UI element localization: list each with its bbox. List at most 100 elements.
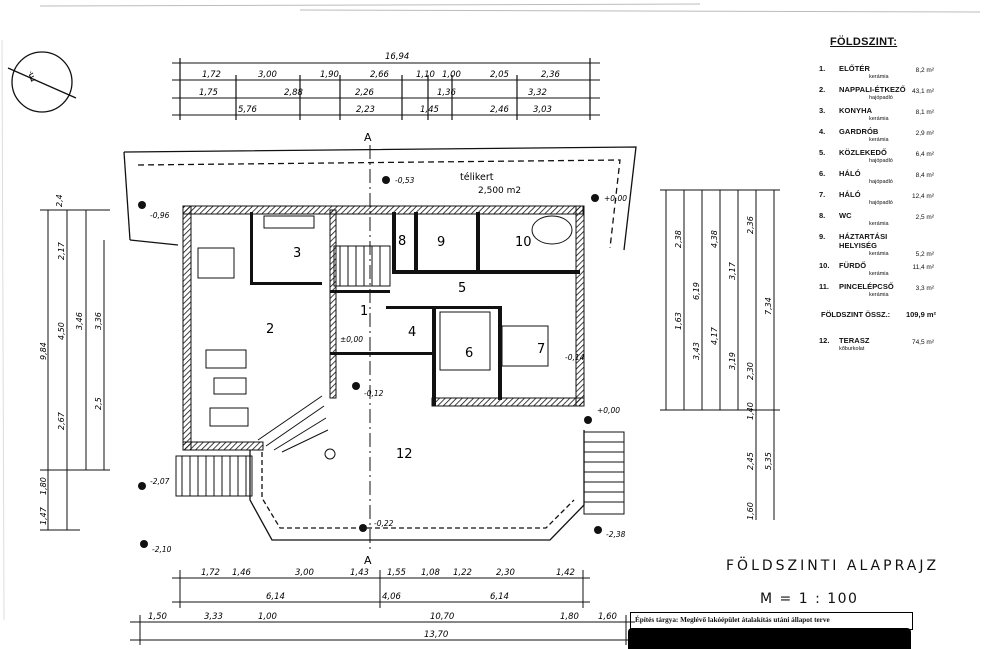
dim: 2,36 [541, 70, 561, 80]
legend-row: 1. ELŐTÉR kerámia 8,2 m² [812, 62, 982, 83]
legend-row: 3. KONYHA kerámia 8,1 m² [812, 104, 982, 125]
dim: 1,22 [453, 568, 472, 578]
legend-row: 2. NAPPALI-ÉTKEZŐ hajópadló 43,1 m² [812, 83, 982, 104]
room-1-label: 1 [360, 304, 368, 319]
dim: 3,19 [728, 352, 737, 370]
top-dimension-labels: 16,94 1,72 3,00 1,90 2,66 1,10 1,00 2,05… [199, 52, 561, 115]
level: -0,53 [395, 176, 415, 185]
interior-walls [250, 212, 580, 406]
room-material: hajópadló [869, 200, 893, 206]
bathtub [531, 215, 573, 245]
room-number: 9. [819, 232, 826, 241]
room-name: PINCELÉPCSŐ [839, 282, 894, 291]
room-material: kerámia [869, 271, 889, 277]
legend-total: FÖLDSZINT ÖSSZ.: 109,9 m² [812, 306, 982, 334]
legend-heading: FÖLDSZINT: [830, 36, 898, 48]
dim: 2,46 [490, 105, 510, 115]
sofa [205, 349, 247, 369]
room-area: 2,5 m² [915, 214, 934, 221]
winter-garden-label: télikert [460, 172, 494, 183]
room-5-label: 5 [458, 281, 466, 296]
room-area: 11,4 m² [912, 264, 934, 271]
redacted-block [628, 628, 911, 649]
drawing-title: FÖLDSZINTI ALAPRAJZ [726, 558, 940, 574]
legend-row: 10. FÜRDŐ kerámia 11,4 m² [812, 259, 982, 280]
dim: 1,72 [201, 568, 220, 578]
room-name: NAPPALI-ÉTKEZŐ [839, 85, 906, 94]
room-area: 74,5 m² [911, 339, 934, 346]
dim: 3,33 [204, 612, 223, 622]
level: -2,07 [150, 477, 170, 486]
bottom-dimension-labels: 1,72 1,46 3,00 1,43 1,55 1,08 1,22 2,30 … [148, 568, 617, 640]
room-material: kerámia [869, 74, 889, 80]
dim: 3,03 [533, 105, 552, 115]
room-number: 3. [819, 106, 826, 115]
room-material: kerámia [869, 221, 889, 227]
room-material: hajópadló [869, 179, 893, 185]
terrace-outline [249, 430, 585, 541]
dim: 1,45 [420, 105, 439, 115]
room-area: 3,3 m² [915, 285, 934, 292]
dim: 4,38 [710, 230, 719, 248]
room-material: hajópadló [869, 158, 893, 164]
dim: 1,43 [350, 568, 369, 578]
dim: 1,80 [560, 612, 579, 622]
room-7-label: 7 [537, 342, 545, 357]
north-arrow-icon: É [7, 51, 77, 113]
dim: 2,17 [57, 241, 66, 260]
winter-garden-area: 2,500 m2 [478, 186, 521, 196]
total-label: FÖLDSZINT ÖSSZ.: [821, 310, 891, 319]
room-name: HÁLÓ [839, 169, 861, 178]
room-number: 5. [819, 148, 826, 157]
right-dimensions [660, 189, 780, 520]
room-number: 10. [819, 261, 830, 270]
dim: 3,43 [692, 342, 701, 360]
room-name: KÖZLEKEDŐ [839, 148, 887, 157]
dim: 4,17 [710, 326, 719, 345]
room-12-label: 12 [396, 447, 413, 462]
level: -0,96 [150, 211, 170, 220]
dim: 2,30 [496, 568, 515, 578]
dim: 2,66 [370, 70, 390, 80]
level: -0,12 [364, 389, 384, 398]
stairs [175, 245, 625, 515]
level-markers: -0,53 +0,00 -0,96 -0,12 -0,22 -0,14 +0,0… [138, 176, 627, 554]
dim: 4,06 [382, 592, 402, 602]
dim: 1,10 [416, 70, 435, 80]
dim: 1,36 [437, 88, 457, 98]
room-number: 6. [819, 169, 826, 178]
dim: 1,42 [556, 568, 575, 578]
dim: 3,36 [94, 312, 103, 330]
dim: 2,88 [284, 88, 304, 98]
legend-row-terrace: 12. TERASZ kőburkolat 74,5 m² [812, 334, 982, 355]
coffee-table [213, 377, 247, 395]
legend-row: 9. HÁZTARTÁSI HELYISÉG kerámia 5,2 m² [812, 230, 982, 259]
room-name: TERASZ [839, 336, 870, 345]
dim: 3,17 [728, 261, 737, 280]
room-number: 2. [819, 85, 826, 94]
level: -0,22 [374, 519, 394, 528]
room-area: 6,4 m² [915, 151, 934, 158]
dim: 3,00 [258, 70, 277, 80]
dim: 6,14 [266, 592, 285, 602]
dim: 1,46 [232, 568, 252, 578]
legend-row: 5. KÖZLEKEDŐ hajópadló 6,4 m² [812, 146, 982, 167]
dim: 1,40 [746, 402, 755, 420]
room-material: kerámia [869, 292, 889, 298]
dim: 7,34 [764, 297, 773, 315]
dim: 1,72 [202, 70, 221, 80]
north-label: É [26, 70, 39, 85]
room-legend: FÖLDSZINT: 1. ELŐTÉR kerámia 8,2 m² 2. N… [812, 36, 982, 355]
room-number: 7. [819, 190, 826, 199]
room-material: kerámia [869, 251, 889, 257]
room-material: kerámia [869, 137, 889, 143]
dim: 2,05 [490, 70, 509, 80]
section-mark-bottom: A [364, 554, 372, 567]
room-number: 11. [819, 282, 830, 291]
room-3-label: 3 [293, 246, 301, 261]
exterior-walls [182, 205, 585, 451]
room-area: 5,2 m² [915, 251, 934, 258]
room-name: KONYHA [839, 106, 873, 115]
drawing-scale: M = 1 : 100 [760, 591, 859, 607]
